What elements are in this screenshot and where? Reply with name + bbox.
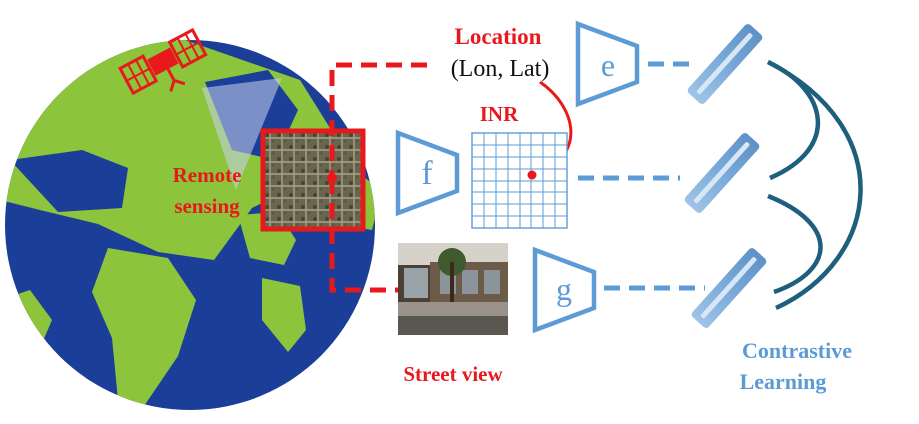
contrastive-label-line2: Learning [740, 369, 827, 394]
inr-grid [471, 132, 568, 229]
satellite-icon [118, 27, 208, 96]
remote-sensing-frame [260, 128, 366, 232]
coords-label: (Lon, Lat) [451, 56, 550, 82]
encoder-e [575, 20, 640, 108]
contrastive-curves [766, 59, 863, 311]
remote-sensing-label-line2: sensing [174, 194, 240, 218]
street-view-label: Street view [403, 362, 503, 386]
inr-label: INR [480, 102, 519, 126]
encoder-f [395, 129, 460, 217]
encoder-g [532, 246, 597, 334]
inr-point [527, 170, 537, 180]
location-dashed-lines [329, 62, 427, 293]
remote-sensing-label-line1: Remote [173, 163, 242, 187]
street-view-image [398, 243, 508, 335]
satellite-view-cone [202, 78, 282, 190]
location-label: Location [455, 24, 542, 49]
encoder-f-label: f [421, 155, 433, 192]
feature-dashed-lines [578, 61, 705, 291]
projection-head-icon [684, 24, 767, 328]
encoder-g-label: g [556, 271, 572, 307]
location-point [327, 173, 337, 183]
contrastive-label-line1: Contrastive [742, 338, 852, 363]
encoder-e-label: e [601, 47, 615, 83]
remote-sensing-image [263, 131, 363, 229]
